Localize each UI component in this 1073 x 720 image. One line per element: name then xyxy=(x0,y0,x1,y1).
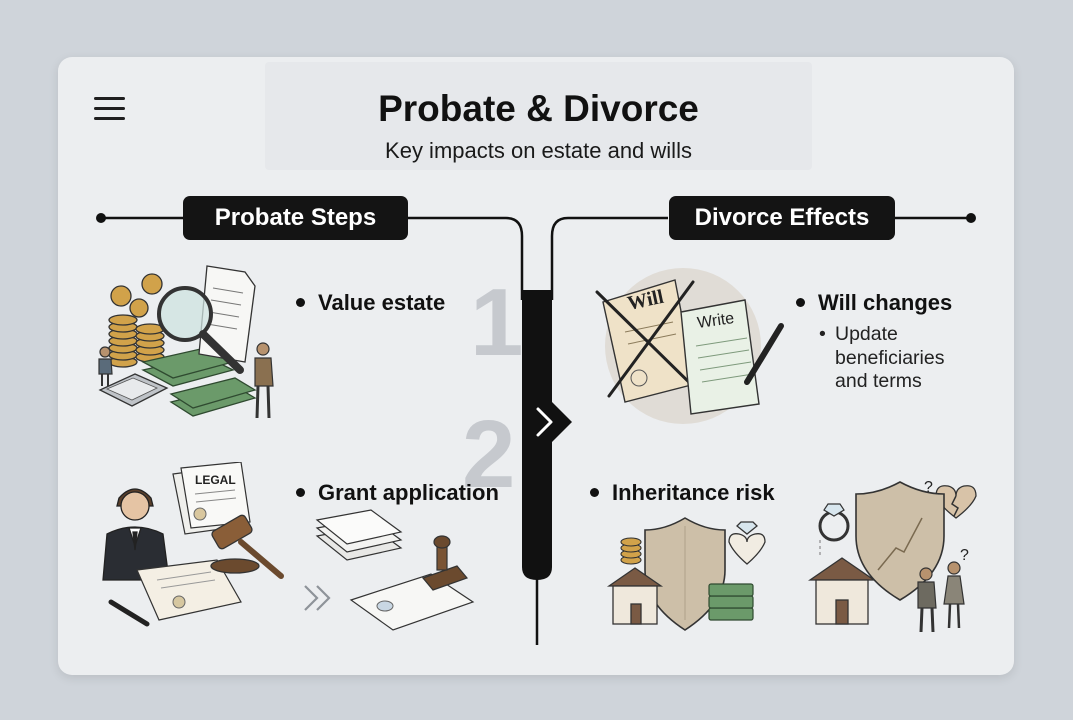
will-change-illustration: Will Write xyxy=(595,268,784,424)
bullet-dot xyxy=(796,297,805,307)
bullet-grant-application: Grant application xyxy=(296,480,499,506)
question-mark: ? xyxy=(924,479,933,496)
step-number-2: 2 xyxy=(462,401,516,508)
gavel-icon xyxy=(210,514,284,579)
new-will-label: Write xyxy=(696,310,735,332)
calculator-icon xyxy=(98,373,169,407)
diamond-heart-icon xyxy=(728,521,766,565)
step-number-1: 1 xyxy=(470,269,524,376)
ring-icon xyxy=(818,503,850,542)
bullet-will-changes: Will changes xyxy=(796,290,952,316)
house-icon xyxy=(606,567,664,625)
document-icon xyxy=(198,265,256,363)
page-title: Probate & Divorce xyxy=(378,88,699,129)
legal-document-icon: LEGAL xyxy=(172,462,251,535)
grant-application-illustration: LEGAL xyxy=(102,462,475,631)
cross-out-icon xyxy=(595,280,703,398)
value-estate-label: Value estate xyxy=(318,290,446,315)
divorce-dispute-illustration: ? ? xyxy=(808,479,977,633)
question-mark-icon: ? ? xyxy=(924,479,969,564)
sub-bullet-dot: • xyxy=(819,323,826,345)
magnifying-glass-icon xyxy=(157,286,244,374)
bullet-inheritance-risk: Inheritance risk xyxy=(590,480,775,506)
will-changes-label: Will changes xyxy=(818,290,953,315)
bullet-dot xyxy=(590,487,599,497)
probate-steps-heading: Probate Steps xyxy=(183,196,408,240)
coin-stack-icon xyxy=(620,537,642,565)
inheritance-protection-illustration xyxy=(606,517,766,631)
lawyer-icon xyxy=(102,488,170,581)
title-panel xyxy=(265,62,812,170)
person-icon xyxy=(254,342,274,419)
detail-line: and terms xyxy=(835,370,922,392)
will-changes-detail: • Update beneficiaries and terms xyxy=(819,323,945,394)
chevron-right-icon[interactable] xyxy=(536,407,553,437)
desk-paper-icon xyxy=(136,559,242,621)
legal-document-label: LEGAL xyxy=(195,473,236,487)
coin-stack-icon xyxy=(108,273,165,368)
detail-line: Update xyxy=(835,323,898,345)
menu-icon[interactable] xyxy=(94,97,126,121)
pen-icon xyxy=(108,599,150,627)
page-subtitle: Key impacts on estate and wills xyxy=(385,138,692,163)
grant-application-label: Grant application xyxy=(318,480,499,505)
document-stack-icon xyxy=(315,509,403,561)
house-icon xyxy=(808,557,877,625)
certificate-icon xyxy=(349,573,475,631)
bullet-value-estate: Value estate xyxy=(296,290,445,316)
stamp-icon xyxy=(421,535,469,591)
estate-valuation-illustration xyxy=(98,265,274,419)
double-chevron-icon xyxy=(304,585,331,611)
bullet-dot xyxy=(296,297,305,307)
bullet-dot xyxy=(296,487,305,497)
person-icon xyxy=(98,346,113,386)
divorce-effects-heading: Divorce Effects xyxy=(669,196,895,240)
question-mark: ? xyxy=(960,547,969,564)
new-will-icon: Write xyxy=(680,299,760,415)
detail-line: beneficiaries xyxy=(835,346,945,369)
pen-icon xyxy=(744,323,784,385)
cash-stack-icon xyxy=(708,583,754,621)
shield-icon xyxy=(644,517,726,631)
couple-icon xyxy=(917,561,965,633)
inheritance-risk-label: Inheritance risk xyxy=(612,480,775,505)
